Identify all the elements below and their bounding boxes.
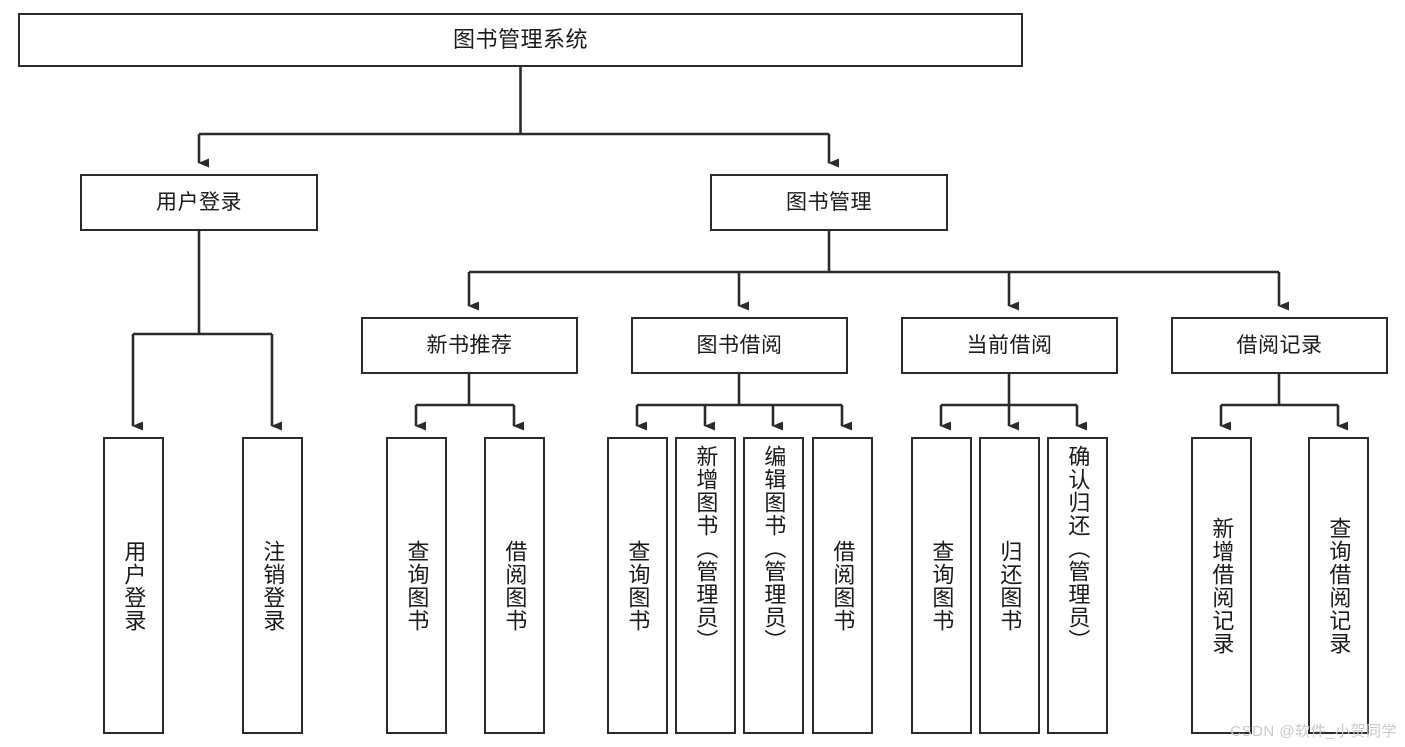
node-label: 新增图书（管理员）	[693, 445, 719, 652]
node-label: 查询图书	[404, 539, 430, 632]
node-leaf-query-book-1[interactable]: 查询图书	[386, 437, 447, 734]
node-leaf-add-book[interactable]: 新增图书（管理员）	[675, 437, 736, 734]
node-root-system[interactable]: 图书管理系统	[18, 13, 1023, 67]
node-label: 当前借阅	[966, 333, 1053, 357]
node-current-borrow[interactable]: 当前借阅	[901, 317, 1118, 374]
node-label: 新书推荐	[426, 333, 513, 357]
node-leaf-edit-book[interactable]: 编辑图书（管理员）	[743, 437, 804, 734]
node-label: 新增借阅记录	[1209, 516, 1235, 655]
node-label: 借阅图书	[502, 539, 528, 632]
node-leaf-add-record[interactable]: 新增借阅记录	[1191, 437, 1252, 734]
node-label: 图书管理系统	[452, 27, 588, 53]
node-label: 查询借阅记录	[1326, 516, 1352, 655]
node-label: 图书借阅	[696, 333, 783, 357]
node-label: 图书管理	[786, 190, 872, 214]
node-leaf-query-book-3[interactable]: 查询图书	[911, 437, 972, 734]
watermark: CSDN @软件_小贺同学	[1230, 723, 1397, 740]
node-label: 查询图书	[929, 539, 955, 632]
node-label: 用户登录	[121, 539, 147, 632]
node-leaf-user-login[interactable]: 用户登录	[103, 437, 164, 734]
node-leaf-borrow-book-2[interactable]: 借阅图书	[812, 437, 873, 734]
node-label: 查询图书	[625, 539, 651, 632]
node-leaf-query-record[interactable]: 查询借阅记录	[1308, 437, 1369, 734]
node-leaf-borrow-book-1[interactable]: 借阅图书	[484, 437, 545, 734]
node-borrow-record[interactable]: 借阅记录	[1171, 317, 1388, 374]
node-leaf-return-book[interactable]: 归还图书	[979, 437, 1040, 734]
node-leaf-logout[interactable]: 注销登录	[242, 437, 303, 734]
node-label: 归还图书	[997, 539, 1023, 632]
node-label: 注销登录	[260, 539, 286, 632]
node-user-login[interactable]: 用户登录	[80, 174, 318, 231]
node-book-manage[interactable]: 图书管理	[710, 174, 948, 231]
node-book-borrow[interactable]: 图书借阅	[631, 317, 848, 374]
node-label: 借阅记录	[1236, 333, 1323, 357]
node-new-book-recommendation[interactable]: 新书推荐	[361, 317, 578, 374]
node-leaf-query-book-2[interactable]: 查询图书	[607, 437, 668, 734]
node-label: 编辑图书（管理员）	[761, 445, 787, 652]
node-label: 确认归还（管理员）	[1065, 445, 1091, 652]
node-leaf-confirm-return[interactable]: 确认归还（管理员）	[1047, 437, 1108, 734]
node-label: 用户登录	[156, 190, 242, 214]
node-label: 借阅图书	[830, 539, 856, 632]
